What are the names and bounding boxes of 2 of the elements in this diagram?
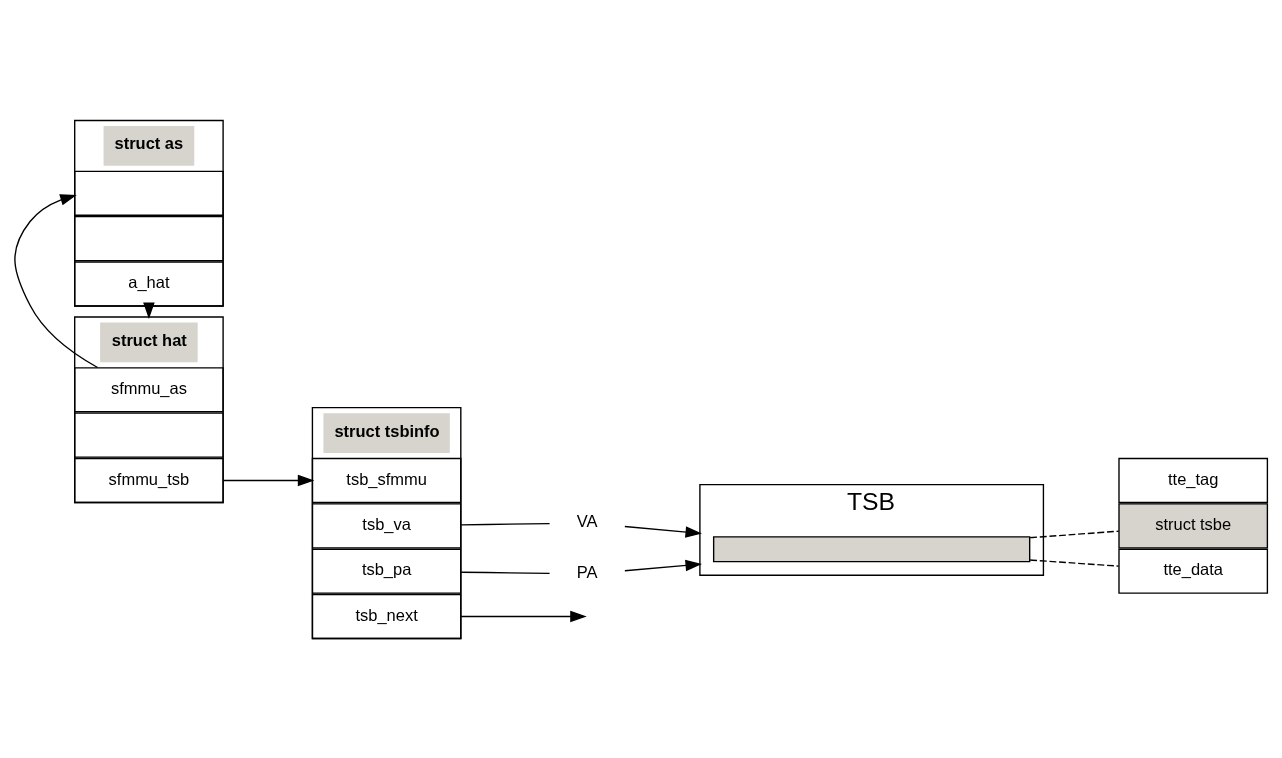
node-text: VA (576, 511, 598, 530)
node-text: PA (576, 562, 598, 581)
